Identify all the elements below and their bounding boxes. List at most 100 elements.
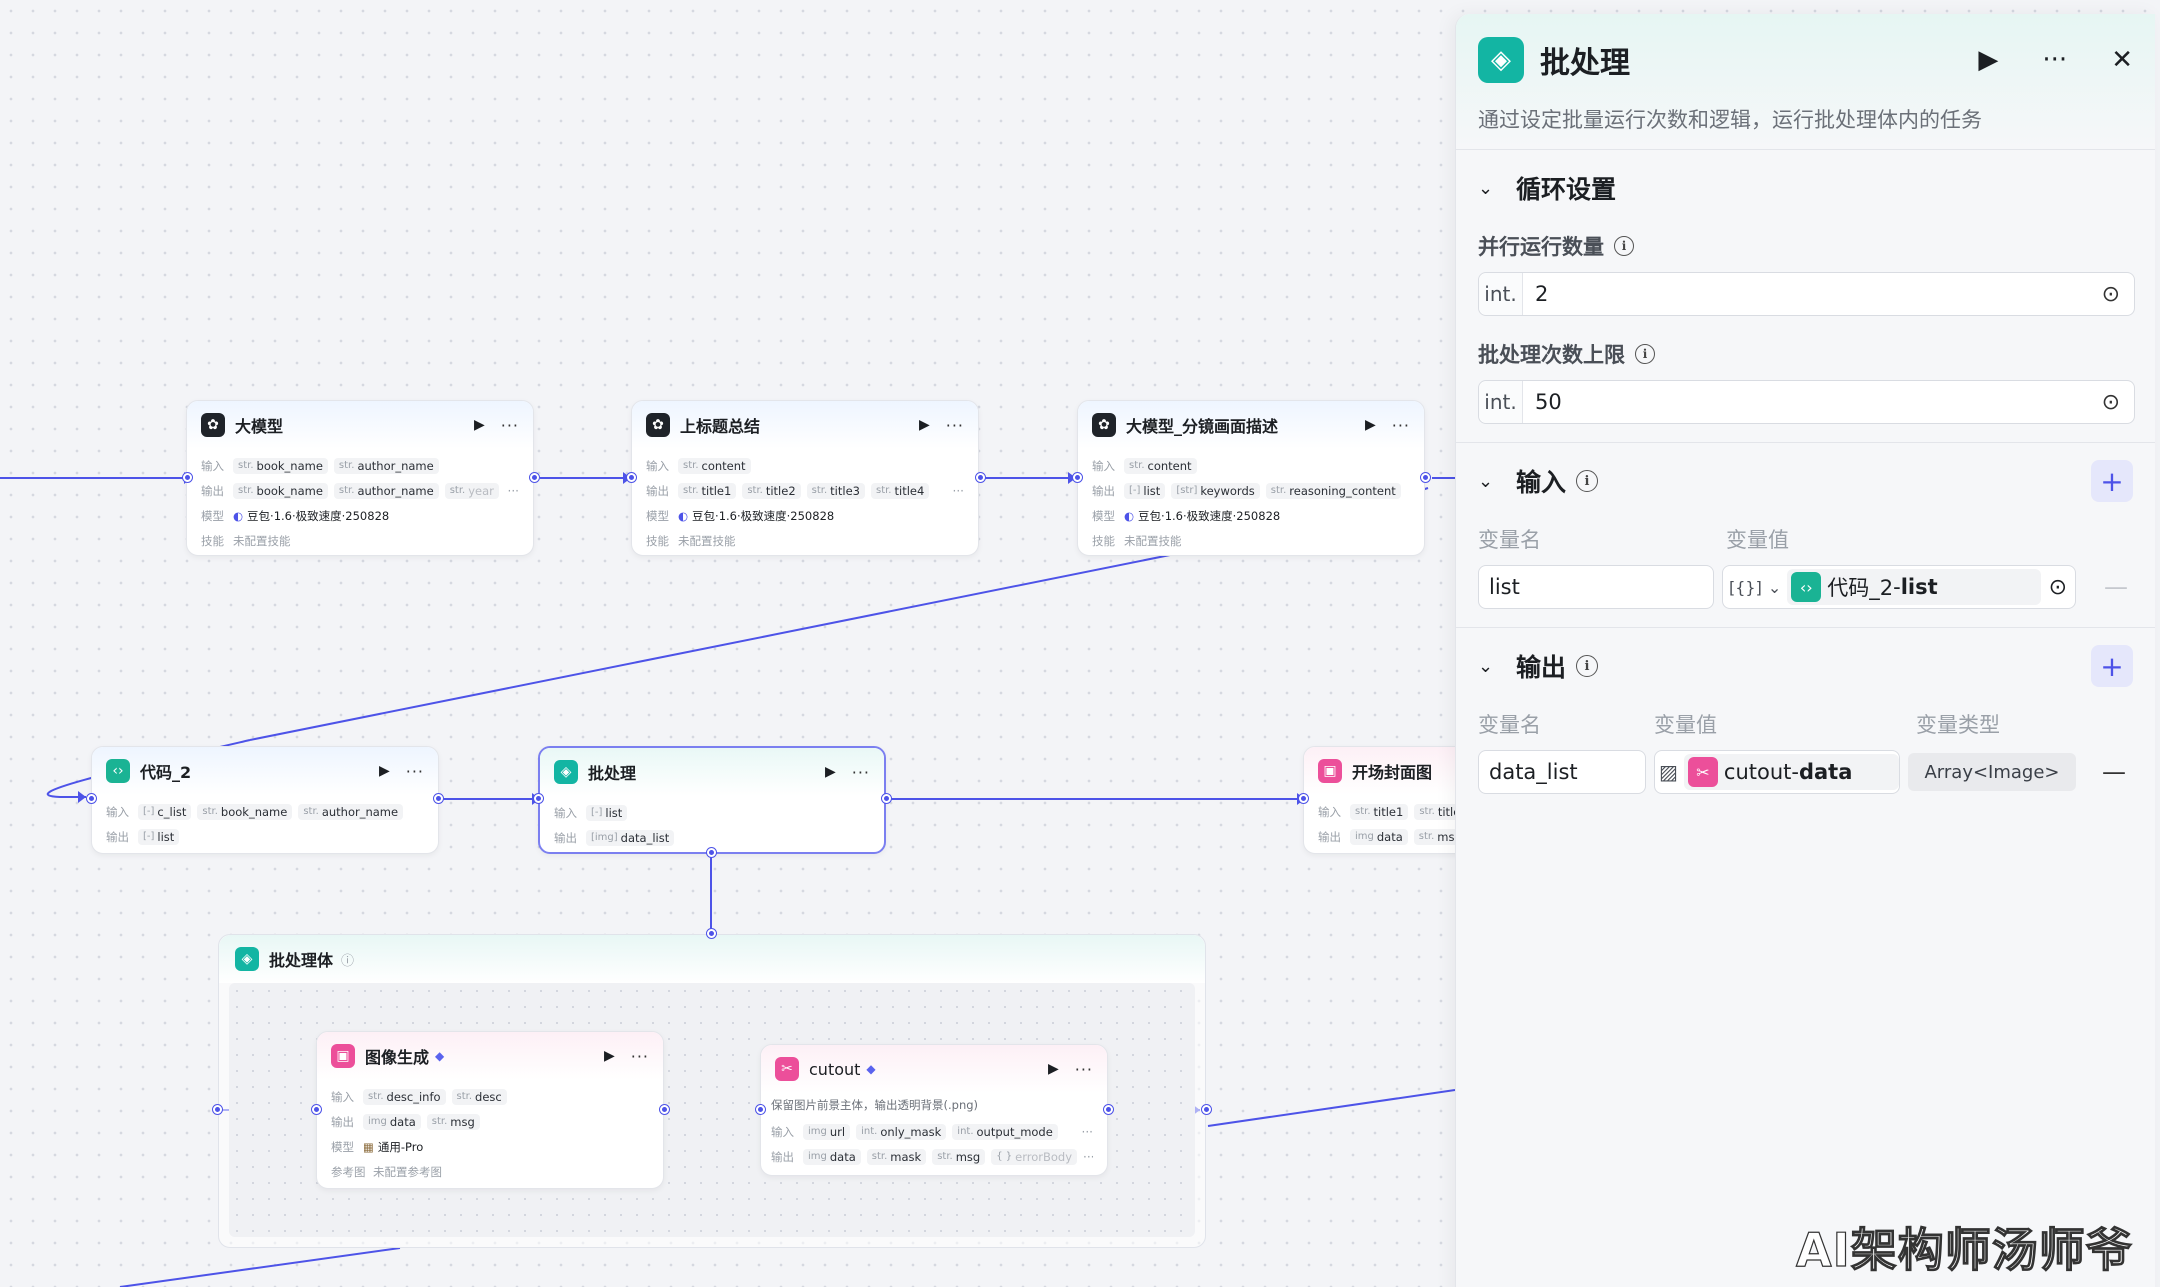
port-dot[interactable]	[660, 1105, 669, 1114]
chevron-down-icon[interactable]: ⌄	[1767, 577, 1782, 597]
reference-pill[interactable]: ✂ cutout - data	[1683, 754, 1899, 790]
info-icon[interactable]: i	[1576, 470, 1599, 492]
node-batch[interactable]: ◈ 批处理 ▶ ··· 输入 [-]list 输出 [img]data_list	[538, 746, 886, 854]
var-tag: data	[389, 1114, 416, 1129]
more-icon[interactable]: ···	[851, 762, 870, 782]
var-tag: list	[605, 805, 623, 820]
port-dot[interactable]	[534, 794, 543, 803]
variable-ref-icon[interactable]: ⊙	[2101, 389, 2120, 415]
reference-pill[interactable]: ‹› 代码_2 - list	[1787, 569, 2041, 605]
ref-field-name: data	[1798, 760, 1853, 784]
ref-node-name: 代码_2	[1827, 576, 1894, 600]
input-var-value-field[interactable]: [{}] ⌄ ‹› 代码_2 - list ⊙	[1722, 565, 2076, 609]
var-tag: book_name	[256, 458, 323, 473]
node-cutout[interactable]: ✂ cutout ◆ ▶ ··· 保留图片前景主体，输出透明背景(.png) 输…	[760, 1044, 1108, 1176]
section-title: 循环设置	[1516, 175, 1617, 204]
port-dot[interactable]	[434, 794, 443, 803]
var-tag: data	[1376, 829, 1403, 844]
run-icon[interactable]: ▶	[1047, 1061, 1059, 1077]
model-label: 模型	[201, 508, 224, 523]
image-type-icon[interactable]: ▨	[1659, 760, 1678, 784]
run-icon[interactable]: ▶	[378, 763, 390, 779]
variable-ref-icon[interactable]: ⊙	[2048, 574, 2067, 600]
port-dot[interactable]	[1421, 473, 1430, 482]
node-title-summary[interactable]: ✿ 上标题总结 ▶ ··· 输入 str.content 输出 str.titl…	[631, 400, 979, 556]
port-dot[interactable]	[627, 473, 636, 482]
more-vars-icon[interactable]: ···	[1083, 1149, 1093, 1164]
port-dot[interactable]	[1104, 1105, 1113, 1114]
port-dot[interactable]	[530, 473, 539, 482]
node-llm[interactable]: ✿ 大模型 ▶ ··· 输入 str.book_name str.author_…	[186, 400, 534, 556]
model-name: 豆包·1.6·极致速度·250828	[692, 508, 835, 523]
port-dot[interactable]	[87, 794, 96, 803]
node-title: 图像生成	[365, 1048, 430, 1067]
node-description: 保留图片前景主体，输出透明背景(.png)	[771, 1098, 979, 1112]
more-icon[interactable]: ···	[2042, 45, 2068, 75]
chevron-down-icon[interactable]: ⌄	[1478, 177, 1494, 199]
port-dot[interactable]	[707, 929, 716, 938]
doubao-icon: ◐	[678, 508, 689, 523]
more-vars-icon[interactable]: ···	[507, 483, 519, 498]
more-icon[interactable]: ···	[630, 1046, 649, 1066]
port-dot[interactable]	[312, 1105, 321, 1114]
port-dot[interactable]	[707, 848, 716, 857]
node-image-gen[interactable]: ▣ 图像生成 ◆ ▶ ··· 输入 str.desc_info str.desc…	[316, 1031, 664, 1189]
port-dot[interactable]	[1299, 794, 1308, 803]
var-tag: msg	[450, 1114, 475, 1129]
more-vars-icon[interactable]: ···	[1081, 1124, 1093, 1139]
port-dot[interactable]	[882, 794, 891, 803]
output-var-value-field[interactable]: ▨ ✂ cutout - data	[1654, 750, 1900, 794]
run-icon[interactable]: ▶	[1364, 417, 1376, 433]
parallel-count-value[interactable]: 2	[1535, 282, 1549, 306]
batch-limit-input[interactable]: int. 50 ⊙	[1478, 380, 2135, 424]
output-var-name-field[interactable]: data_list	[1478, 750, 1646, 794]
ref-value: 未配置参考图	[373, 1164, 442, 1179]
output-label: 输出	[201, 483, 224, 498]
edge-body-out	[1207, 1089, 1456, 1127]
doubao-icon: ◐	[1124, 508, 1135, 523]
chevron-down-icon[interactable]: ⌄	[1478, 655, 1494, 677]
run-icon[interactable]: ▶	[473, 417, 485, 433]
more-icon[interactable]: ···	[945, 415, 964, 435]
node-title: 代码_2	[140, 763, 192, 782]
info-icon[interactable]: ⓘ	[341, 953, 355, 969]
more-vars-icon[interactable]: ···	[952, 483, 964, 498]
port-dot[interactable]	[1202, 1105, 1211, 1114]
ref-separator: -	[1791, 760, 1799, 784]
remove-input-button[interactable]: —	[2104, 573, 2128, 601]
variable-ref-icon[interactable]: ⊙	[2101, 281, 2120, 307]
chevron-down-icon[interactable]: ⌄	[1478, 470, 1494, 492]
info-icon[interactable]: i	[1576, 655, 1599, 677]
run-icon[interactable]: ▶	[918, 417, 930, 433]
port-dot[interactable]	[1073, 473, 1082, 482]
port-dot[interactable]	[213, 1105, 222, 1114]
info-icon[interactable]: i	[1635, 344, 1655, 364]
watermark: AI架构师汤师爷	[1795, 1222, 2133, 1277]
output-var-name[interactable]: data_list	[1489, 760, 1578, 784]
input-var-name[interactable]: list	[1489, 575, 1520, 599]
more-icon[interactable]: ···	[405, 761, 424, 781]
run-icon[interactable]: ▶	[824, 764, 836, 780]
run-icon[interactable]: ▶	[603, 1048, 615, 1064]
var-tag: title1	[1373, 804, 1404, 819]
more-icon[interactable]: ···	[500, 415, 519, 435]
input-label: 输入	[1092, 458, 1115, 473]
batch-limit-value[interactable]: 50	[1535, 390, 1562, 414]
node-code-2[interactable]: ‹› 代码_2 ▶ ··· 输入 [-]c_list str.book_name…	[91, 746, 439, 854]
input-var-name-field[interactable]: list	[1478, 565, 1714, 609]
type-selector[interactable]: [{}]	[1729, 577, 1762, 597]
parallel-count-input[interactable]: int. 2 ⊙	[1478, 272, 2135, 316]
more-icon[interactable]: ···	[1391, 415, 1410, 435]
port-dot[interactable]	[976, 473, 985, 482]
add-output-button[interactable]: +	[2091, 645, 2133, 687]
run-icon[interactable]: ▶	[1978, 45, 1999, 75]
add-input-button[interactable]: +	[2091, 460, 2133, 502]
node-storyboard[interactable]: ✿ 大模型_分镜画面描述 ▶ ··· 输入 str.content 输出 [-]…	[1077, 400, 1425, 556]
port-dot[interactable]	[183, 473, 192, 482]
output-label: 输出	[771, 1149, 794, 1164]
close-icon[interactable]: ✕	[2111, 45, 2133, 75]
remove-output-button[interactable]: —	[2102, 758, 2126, 786]
more-icon[interactable]: ···	[1074, 1059, 1093, 1079]
port-dot[interactable]	[756, 1105, 765, 1114]
info-icon[interactable]: i	[1614, 236, 1634, 256]
